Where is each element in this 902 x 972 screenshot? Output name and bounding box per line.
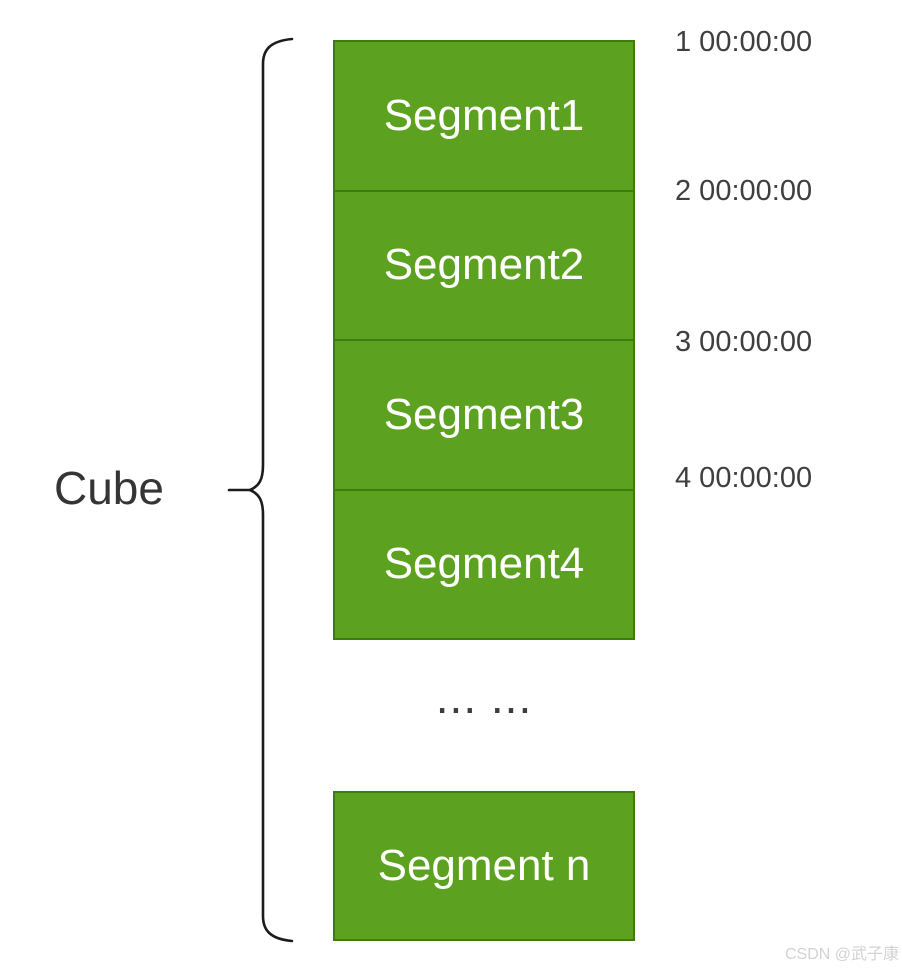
segment-2-label: Segment2 [383, 240, 585, 290]
watermark: CSDN @武子康 [784, 946, 899, 963]
ellipsis-dots: ... ... [435, 671, 533, 723]
segment-n: Segment n [333, 791, 635, 941]
segment-3: Segment3 [335, 341, 633, 491]
segment-1: Segment1 [335, 42, 633, 192]
timestamp-4: 4 00:00:00 [675, 462, 813, 494]
segment-stack: Segment1 Segment2 Segment3 Segment4 [333, 40, 635, 640]
timestamp-1: 1 00:00:00 [675, 26, 813, 58]
timestamp-2: 2 00:00:00 [675, 175, 813, 207]
segment-4-label: Segment4 [383, 539, 585, 589]
cube-label: Cube [54, 462, 164, 514]
brace-path [248, 37, 294, 943]
timestamp-3: 3 00:00:00 [675, 326, 813, 358]
segment-3-label: Segment3 [383, 389, 585, 439]
curly-brace [227, 37, 294, 943]
segment-4: Segment4 [335, 491, 633, 639]
segment-2: Segment2 [335, 192, 633, 341]
segment-1-label: Segment1 [383, 90, 585, 140]
segment-n-label: Segment n [377, 841, 591, 890]
